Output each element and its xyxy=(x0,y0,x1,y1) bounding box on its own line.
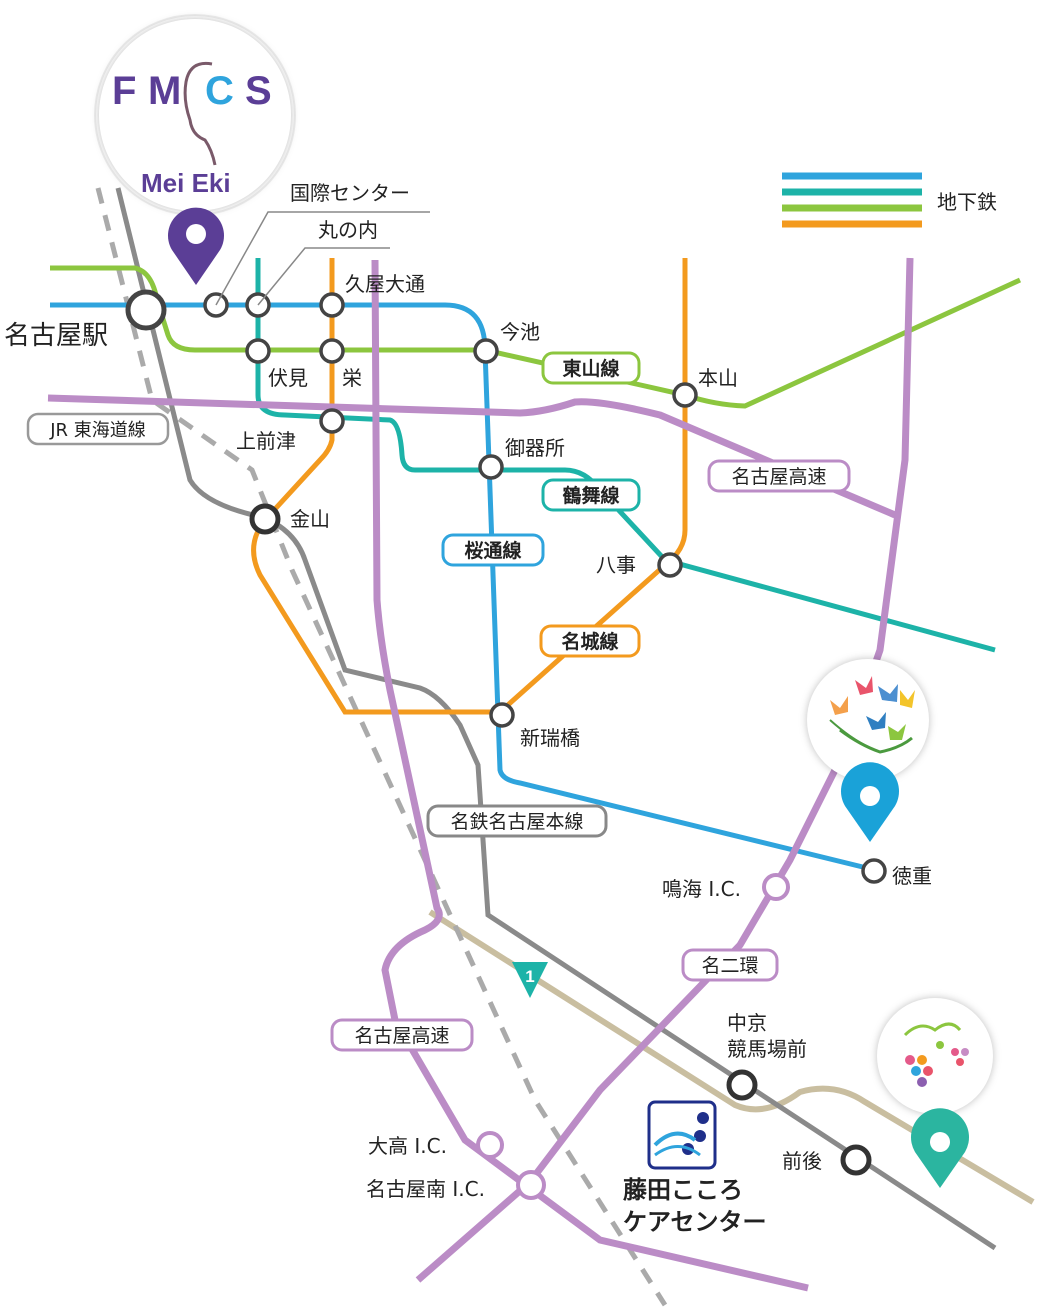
fmcs-letter-m: M xyxy=(148,69,181,113)
station-label-kamimaezu: 上前津 xyxy=(236,429,296,453)
sakuradori-line xyxy=(50,302,876,873)
ic-label-narumi: 鳴海 I.C. xyxy=(662,877,741,901)
nagoya-expressway-main xyxy=(371,259,809,1292)
station-label-kokusai: 国際センター xyxy=(290,181,410,205)
svg-text:JR 東海道線: JR 東海道線 xyxy=(49,420,146,441)
station-marker-aratama xyxy=(489,702,515,728)
svg-text:名鉄名古屋本線: 名鉄名古屋本線 xyxy=(450,811,583,833)
meijo-line xyxy=(251,258,688,715)
route-1-road xyxy=(428,909,1035,1205)
higashiyama-line xyxy=(50,265,1022,409)
nagoya-expressway-east xyxy=(47,394,897,519)
ic-marker-nagoya-minami xyxy=(516,1170,546,1200)
station-label-aratama: 新瑞橋 xyxy=(520,726,580,750)
subway-legend: 地下鉄 xyxy=(782,172,997,228)
fmcs-logo: F M C S Mei Eki xyxy=(94,14,296,216)
fmcs-subtitle: Mei Eki xyxy=(141,168,231,198)
facility-name-line1: 藤田こころ xyxy=(623,1176,743,1204)
ic-label-odaka: 大高 I.C. xyxy=(368,1134,447,1158)
station-marker-kanayama xyxy=(249,503,281,535)
station-label-imaike: 今池 xyxy=(500,320,540,344)
ic-marker-odaka xyxy=(476,1131,504,1159)
station-label-zengo: 前後 xyxy=(782,1149,822,1173)
map-pin-icon xyxy=(168,207,224,285)
station-marker-hisaya xyxy=(319,292,345,318)
flower-logo xyxy=(807,659,929,781)
station-label-yagoto: 八事 xyxy=(596,553,636,577)
station-label-tokushige: 徳重 xyxy=(892,864,932,888)
station-label-marunouchi: 丸の内 xyxy=(318,218,378,242)
station-label-hisaya: 久屋大通 xyxy=(345,272,425,296)
fmcs-letter-c: C xyxy=(205,69,234,113)
line-label-meiniikan: 名二環 xyxy=(681,948,779,982)
station-marker-chukyo xyxy=(726,1069,758,1101)
ic-marker-narumi xyxy=(762,873,790,901)
station-marker-kamimaezu xyxy=(319,408,345,434)
map-pin-icon-blue xyxy=(841,762,899,842)
station-marker-imaike xyxy=(473,338,499,364)
facility-name-line2: ケアセンター xyxy=(623,1208,767,1236)
fmcs-letter-s: S xyxy=(245,69,272,113)
grape-icon xyxy=(903,1022,969,1087)
station-marker-zengo xyxy=(840,1144,872,1176)
line-label-nagoya-expressway-north: 名古屋高速 xyxy=(707,459,851,493)
interchange-markers xyxy=(476,873,790,1200)
station-marker-nagoya xyxy=(125,289,167,331)
station-label-motoyama: 本山 xyxy=(698,366,738,390)
leader-line-marunouchi xyxy=(257,247,390,306)
station-marker-motoyama xyxy=(672,382,698,408)
svg-text:鶴舞線: 鶴舞線 xyxy=(562,484,619,507)
line-label-tsurumai: 鶴舞線 xyxy=(541,478,641,512)
route-number: 1 xyxy=(525,967,534,986)
head-profile-icon xyxy=(183,61,217,166)
line-label-meitetsu: 名鉄名古屋本線 xyxy=(426,804,608,838)
svg-text:名古屋高速: 名古屋高速 xyxy=(354,1025,449,1047)
station-marker-sakae xyxy=(319,338,345,364)
svg-text:桜通線: 桜通線 xyxy=(464,539,521,562)
line-label-nagoya-expressway-south: 名古屋高速 xyxy=(330,1018,474,1052)
station-label-chukyo-2: 競馬場前 xyxy=(727,1037,807,1061)
station-marker-fushimi xyxy=(245,338,271,364)
line-label-higashiyama: 東山線 xyxy=(541,351,641,385)
leader-line-kokusai xyxy=(215,211,430,306)
meitetsu-line xyxy=(115,187,997,1251)
svg-text:名二環: 名二環 xyxy=(701,955,758,977)
station-label-kanayama: 金山 xyxy=(290,507,330,531)
meiniikan-expressway xyxy=(415,257,914,1283)
legend-label: 地下鉄 xyxy=(937,190,997,214)
fmcs-letter-f: F xyxy=(112,69,136,113)
svg-text:東山線: 東山線 xyxy=(562,357,619,380)
station-label-fushimi: 伏見 xyxy=(268,366,308,390)
station-marker-gokiso xyxy=(478,454,504,480)
station-marker-tokushige xyxy=(861,858,887,884)
flower-icon xyxy=(829,676,915,754)
tsurumai-line xyxy=(255,258,996,653)
svg-text:名城線: 名城線 xyxy=(561,630,618,653)
hospital-logo-icon xyxy=(647,1100,717,1170)
line-label-sakuradori: 桜通線 xyxy=(441,533,545,567)
station-label-gokiso: 御器所 xyxy=(505,436,565,460)
station-label-sakae: 栄 xyxy=(342,366,362,390)
svg-text:名古屋高速: 名古屋高速 xyxy=(731,466,826,488)
map-pin-icon-green xyxy=(911,1108,970,1188)
line-label-jr-tokaido: JR 東海道線 xyxy=(26,412,170,446)
grape-logo xyxy=(877,998,993,1114)
station-marker-yagoto xyxy=(657,552,683,578)
ic-label-nagoya-minami: 名古屋南 I.C. xyxy=(366,1177,485,1201)
line-label-meijo: 名城線 xyxy=(539,624,641,658)
station-label-nagoya: 名古屋駅 xyxy=(4,321,108,351)
station-label-chukyo-1: 中京 xyxy=(727,1011,767,1035)
route-1-shield: 1 xyxy=(512,962,548,998)
station-markers xyxy=(125,289,887,1176)
